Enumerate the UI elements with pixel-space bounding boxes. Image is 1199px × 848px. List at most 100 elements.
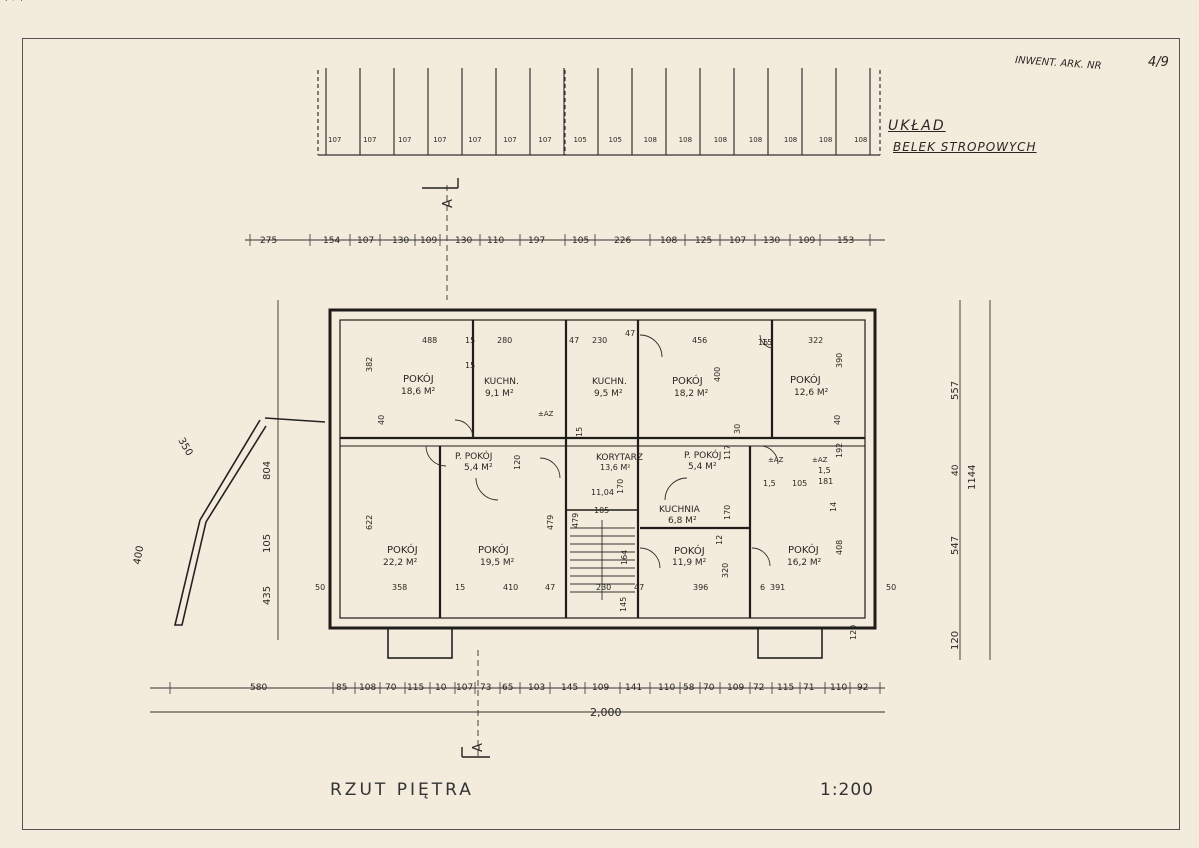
room-3-area: 9,5 M² (594, 389, 623, 399)
inner-dim-30: 15 (762, 338, 772, 347)
top-dim-4: 130 (392, 236, 409, 246)
top-dim-15: 109 (798, 236, 815, 246)
room-5-area: 12,6 M² (794, 388, 829, 398)
left-height-2: 105 (262, 534, 273, 553)
bottom-dim-7: 107 (456, 683, 473, 693)
beam-span-13: 108 (749, 136, 762, 144)
wc-label-1: ±AZ (538, 410, 554, 418)
room-7-area: 13,6 M² (600, 463, 630, 472)
inner-dim-12: 400 (713, 367, 722, 382)
inner-dim-2: 15 (465, 336, 475, 345)
bottom-dim-6: 10 (435, 683, 447, 693)
building-walls (328, 308, 877, 630)
inner-dim-33: 120 (513, 455, 522, 470)
room-1-area: 18,6 M² (401, 387, 436, 397)
inner-dim-34: 117 (723, 445, 732, 460)
inner-dim-44: 14 (829, 502, 838, 512)
bottom-dim-3: 108 (359, 683, 376, 693)
bottom-dim-11: 145 (561, 683, 578, 693)
top-dim-10: 226 (614, 236, 631, 246)
inner-dim-40: 145 (619, 597, 628, 612)
inner-dim-15: 622 (365, 515, 374, 530)
bottom-dim-12: 109 (592, 683, 609, 693)
top-dim-14: 130 (763, 236, 780, 246)
beam-span-10: 108 (644, 136, 657, 144)
inner-dim-9: 322 (808, 336, 823, 345)
beam-span-4: 107 (433, 136, 446, 144)
room-13-name: POKÓJ (788, 543, 819, 556)
inner-dim-18: 358 (392, 583, 407, 592)
sheet-number: 4/9 (1148, 55, 1169, 70)
room-13-area: 16,2 M² (787, 558, 822, 568)
beam-span-5: 107 (468, 136, 481, 144)
room-1-name: POKÓJ (403, 372, 434, 385)
right-height-1: 557 (950, 381, 961, 400)
inner-dim-11: 40 (377, 415, 386, 425)
inner-dim-4: 47 (569, 336, 579, 345)
bottom-dim-5: 115 (407, 683, 424, 693)
inner-dim-29: 15 (465, 361, 475, 370)
inner-dim-28: 120 (849, 625, 858, 640)
top-dim-16: 153 (837, 236, 854, 246)
inner-dim-1: 488 (422, 336, 437, 345)
room-10-area: 22,2 M² (383, 558, 418, 568)
bottom-dim-18: 72 (753, 683, 764, 693)
inner-dim-17: 408 (835, 540, 844, 555)
inner-dim-10: 382 (365, 357, 374, 372)
room-9-area: 6,8 M² (668, 516, 697, 526)
top-dim-6: 130 (455, 236, 472, 246)
inner-dim-50: 11,04 (591, 488, 614, 497)
beam-layout (317, 68, 881, 156)
inner-dim-6: 47 (625, 329, 635, 338)
balcony-dim-2: 400 (132, 545, 146, 566)
bottom-dim-15: 58 (683, 683, 695, 693)
bottom-dim-19: 115 (777, 683, 794, 693)
room-9-name: KUCHNIA (659, 505, 701, 515)
top-dim-11: 108 (660, 236, 677, 246)
beam-legend-title: UKŁAD (888, 118, 946, 134)
room-6-name: P. POKÓJ (455, 450, 492, 462)
balconies (173, 417, 823, 659)
inner-dim-42: 320 (721, 563, 730, 578)
inner-dim-5: 230 (592, 336, 607, 345)
inner-dim-7: 456 (692, 336, 707, 345)
bottom-dim-17: 109 (727, 683, 744, 693)
beam-span-15: 108 (819, 136, 832, 144)
inner-dim-25: 391 (770, 583, 785, 592)
beam-span-7: 107 (538, 136, 551, 144)
inner-dim-32: 30 (733, 424, 742, 434)
beam-span-3: 107 (398, 136, 411, 144)
room-7-name: KORYTARZ (596, 453, 643, 463)
beam-span-12: 108 (714, 136, 727, 144)
room-labels: POKÓJ 18,6 M² KUCHN. 9,1 M² KUCHN. 9,5 M… (383, 372, 829, 568)
top-dim-5: 109 (420, 236, 437, 246)
inner-dim-47: 1,5 (763, 479, 776, 488)
inner-dim-39: 164 (620, 550, 629, 565)
room-4-name: POKÓJ (672, 374, 703, 387)
drawing-border (22, 38, 1180, 830)
room-2-area: 9,1 M² (485, 389, 514, 399)
beam-span-6: 107 (503, 136, 516, 144)
right-height-4: 120 (950, 631, 961, 650)
inner-dim-14: 40 (833, 415, 842, 425)
beam-legend-subtitle: BELEK STROPOWYCH (893, 140, 1037, 154)
bottom-dim-1: 580 (250, 683, 267, 693)
room-8-area: 5,4 M² (688, 462, 717, 472)
overall-width: 2,000 (590, 706, 622, 719)
inner-dim-21: 47 (545, 583, 555, 592)
staircase (570, 520, 635, 600)
top-dim-12: 125 (695, 236, 712, 246)
top-dim-1: 275 (260, 236, 277, 246)
plan-scale: 1:200 (820, 780, 874, 800)
bottom-dim-13: 141 (625, 683, 642, 693)
room-10-name: POKÓJ (387, 543, 418, 556)
bottom-dim-9: 65 (502, 683, 513, 693)
inner-dim-16: 479 (546, 515, 555, 530)
top-dim-3: 107 (357, 236, 374, 246)
section-label-top: A (441, 199, 456, 208)
